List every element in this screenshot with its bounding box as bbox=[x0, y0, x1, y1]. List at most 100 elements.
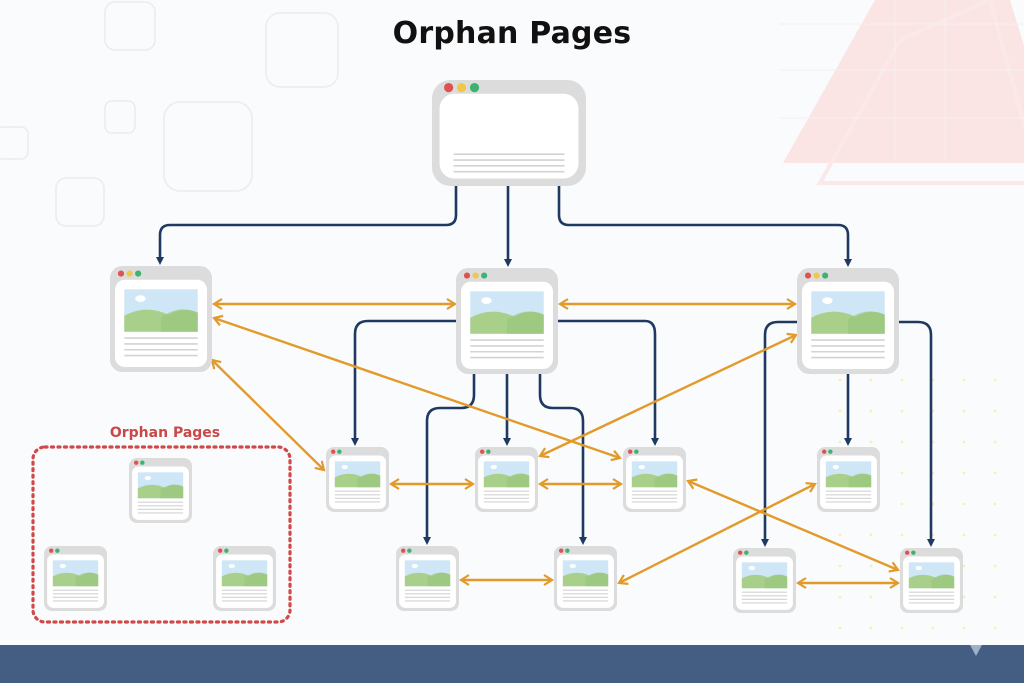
red-dot-icon bbox=[117, 270, 125, 277]
deco-dot bbox=[838, 533, 842, 537]
deco-dot bbox=[869, 378, 873, 382]
deco-dot bbox=[838, 564, 842, 568]
cloud-icon bbox=[411, 563, 418, 569]
green-dot-icon bbox=[224, 548, 229, 553]
hierarchy-link-cat-right-to-sub-7 bbox=[761, 320, 797, 548]
hierarchy-link-cat-mid-to-sub-1 bbox=[351, 319, 456, 447]
deco-dot bbox=[993, 471, 997, 475]
deco-dot bbox=[838, 440, 842, 444]
deco-dot bbox=[993, 440, 997, 444]
text-lines bbox=[470, 339, 544, 359]
cloud-icon bbox=[481, 297, 492, 305]
yellow-dot-icon bbox=[813, 272, 820, 279]
orphan-group-label: Orphan Pages bbox=[109, 425, 221, 441]
red-dot-icon bbox=[559, 548, 564, 553]
deco-square bbox=[0, 126, 29, 160]
green-dot-icon bbox=[744, 550, 749, 555]
orphan-pages bbox=[44, 458, 276, 611]
red-dot-icon bbox=[49, 548, 54, 553]
deco-square bbox=[104, 1, 156, 51]
internal-link-cat-left-sub-1 bbox=[210, 358, 326, 472]
green-dot-icon bbox=[828, 449, 833, 454]
cloud-icon bbox=[490, 464, 497, 470]
image-placeholder-icon bbox=[221, 560, 268, 587]
background-decoration bbox=[0, 0, 1024, 630]
image-placeholder-icon bbox=[124, 289, 198, 332]
cloud-icon bbox=[638, 464, 645, 470]
cloud-icon bbox=[341, 464, 348, 470]
deco-dot bbox=[962, 533, 966, 537]
deco-grid bbox=[780, 0, 1024, 160]
internal-link-cat-left-sub-3 bbox=[212, 314, 622, 462]
image-placeholder-icon bbox=[470, 291, 544, 334]
orphan-group-border bbox=[31, 445, 292, 624]
green-dot-icon bbox=[469, 82, 480, 93]
cloud-icon bbox=[822, 297, 833, 305]
deco-dot bbox=[993, 502, 997, 506]
green-dot-icon bbox=[481, 272, 488, 279]
page-node-sub-4 bbox=[817, 447, 880, 512]
yellow-dot-icon bbox=[472, 272, 479, 279]
green-dot-icon bbox=[407, 548, 412, 553]
text-lines bbox=[334, 490, 381, 503]
deco-dot bbox=[838, 409, 842, 413]
deco-dot bbox=[869, 409, 873, 413]
hierarchy-link-cat-mid-to-sub-6 bbox=[538, 374, 587, 546]
green-dot-icon bbox=[337, 449, 342, 454]
deco-dot bbox=[962, 440, 966, 444]
green-dot-icon bbox=[140, 460, 145, 465]
page-node-sub-5 bbox=[396, 546, 459, 611]
deco-dot bbox=[838, 378, 842, 382]
image-placeholder-icon bbox=[483, 461, 530, 488]
footer-bar bbox=[0, 645, 1024, 683]
page-node-cat-left bbox=[110, 266, 212, 372]
deco-dot bbox=[962, 409, 966, 413]
hierarchy-link-home-to-cat-left bbox=[156, 186, 458, 266]
text-lines bbox=[741, 591, 788, 604]
footer-notch-icon bbox=[970, 645, 982, 656]
cloud-icon bbox=[748, 565, 755, 571]
red-dot-icon bbox=[444, 82, 454, 93]
deco-dot bbox=[900, 471, 904, 475]
page-node-cat-right bbox=[797, 268, 899, 374]
red-dot-icon bbox=[134, 460, 139, 465]
cloud-icon bbox=[832, 464, 839, 470]
deco-dot bbox=[869, 626, 873, 630]
red-dot-icon bbox=[401, 548, 406, 553]
deco-dot bbox=[962, 502, 966, 506]
deco-dot bbox=[900, 626, 904, 630]
green-dot-icon bbox=[634, 449, 639, 454]
deco-dot bbox=[838, 595, 842, 599]
page-node-cat-mid bbox=[456, 268, 558, 374]
text-lines bbox=[453, 153, 565, 173]
deco-triangle bbox=[783, 0, 1024, 163]
deco-square bbox=[163, 101, 253, 192]
deco-triangle-outline bbox=[816, 0, 1024, 185]
page-node-sub-6 bbox=[554, 546, 617, 611]
image-placeholder-icon bbox=[908, 562, 955, 589]
red-dot-icon bbox=[628, 449, 633, 454]
deco-dot bbox=[838, 626, 842, 630]
deco-dot bbox=[993, 409, 997, 413]
page-node-sub-7 bbox=[733, 548, 796, 613]
green-dot-icon bbox=[55, 548, 60, 553]
green-dot-icon bbox=[911, 550, 916, 555]
text-lines bbox=[631, 490, 678, 503]
orphan-page-orphan-1 bbox=[129, 458, 192, 523]
deco-square bbox=[55, 177, 105, 227]
cloud-icon bbox=[144, 475, 151, 481]
deco-dot bbox=[900, 409, 904, 413]
window-body bbox=[439, 93, 579, 179]
page-nodes bbox=[110, 80, 963, 613]
deco-dot bbox=[962, 564, 966, 568]
image-placeholder-icon bbox=[137, 472, 184, 499]
red-dot-icon bbox=[804, 272, 812, 279]
internal-links bbox=[210, 298, 901, 589]
red-dot-icon bbox=[218, 548, 223, 553]
deco-dot bbox=[962, 626, 966, 630]
page-node-home bbox=[432, 80, 586, 186]
deco-square bbox=[265, 12, 339, 88]
deco-dot bbox=[900, 533, 904, 537]
deco-dot bbox=[869, 533, 873, 537]
red-dot-icon bbox=[738, 550, 743, 555]
